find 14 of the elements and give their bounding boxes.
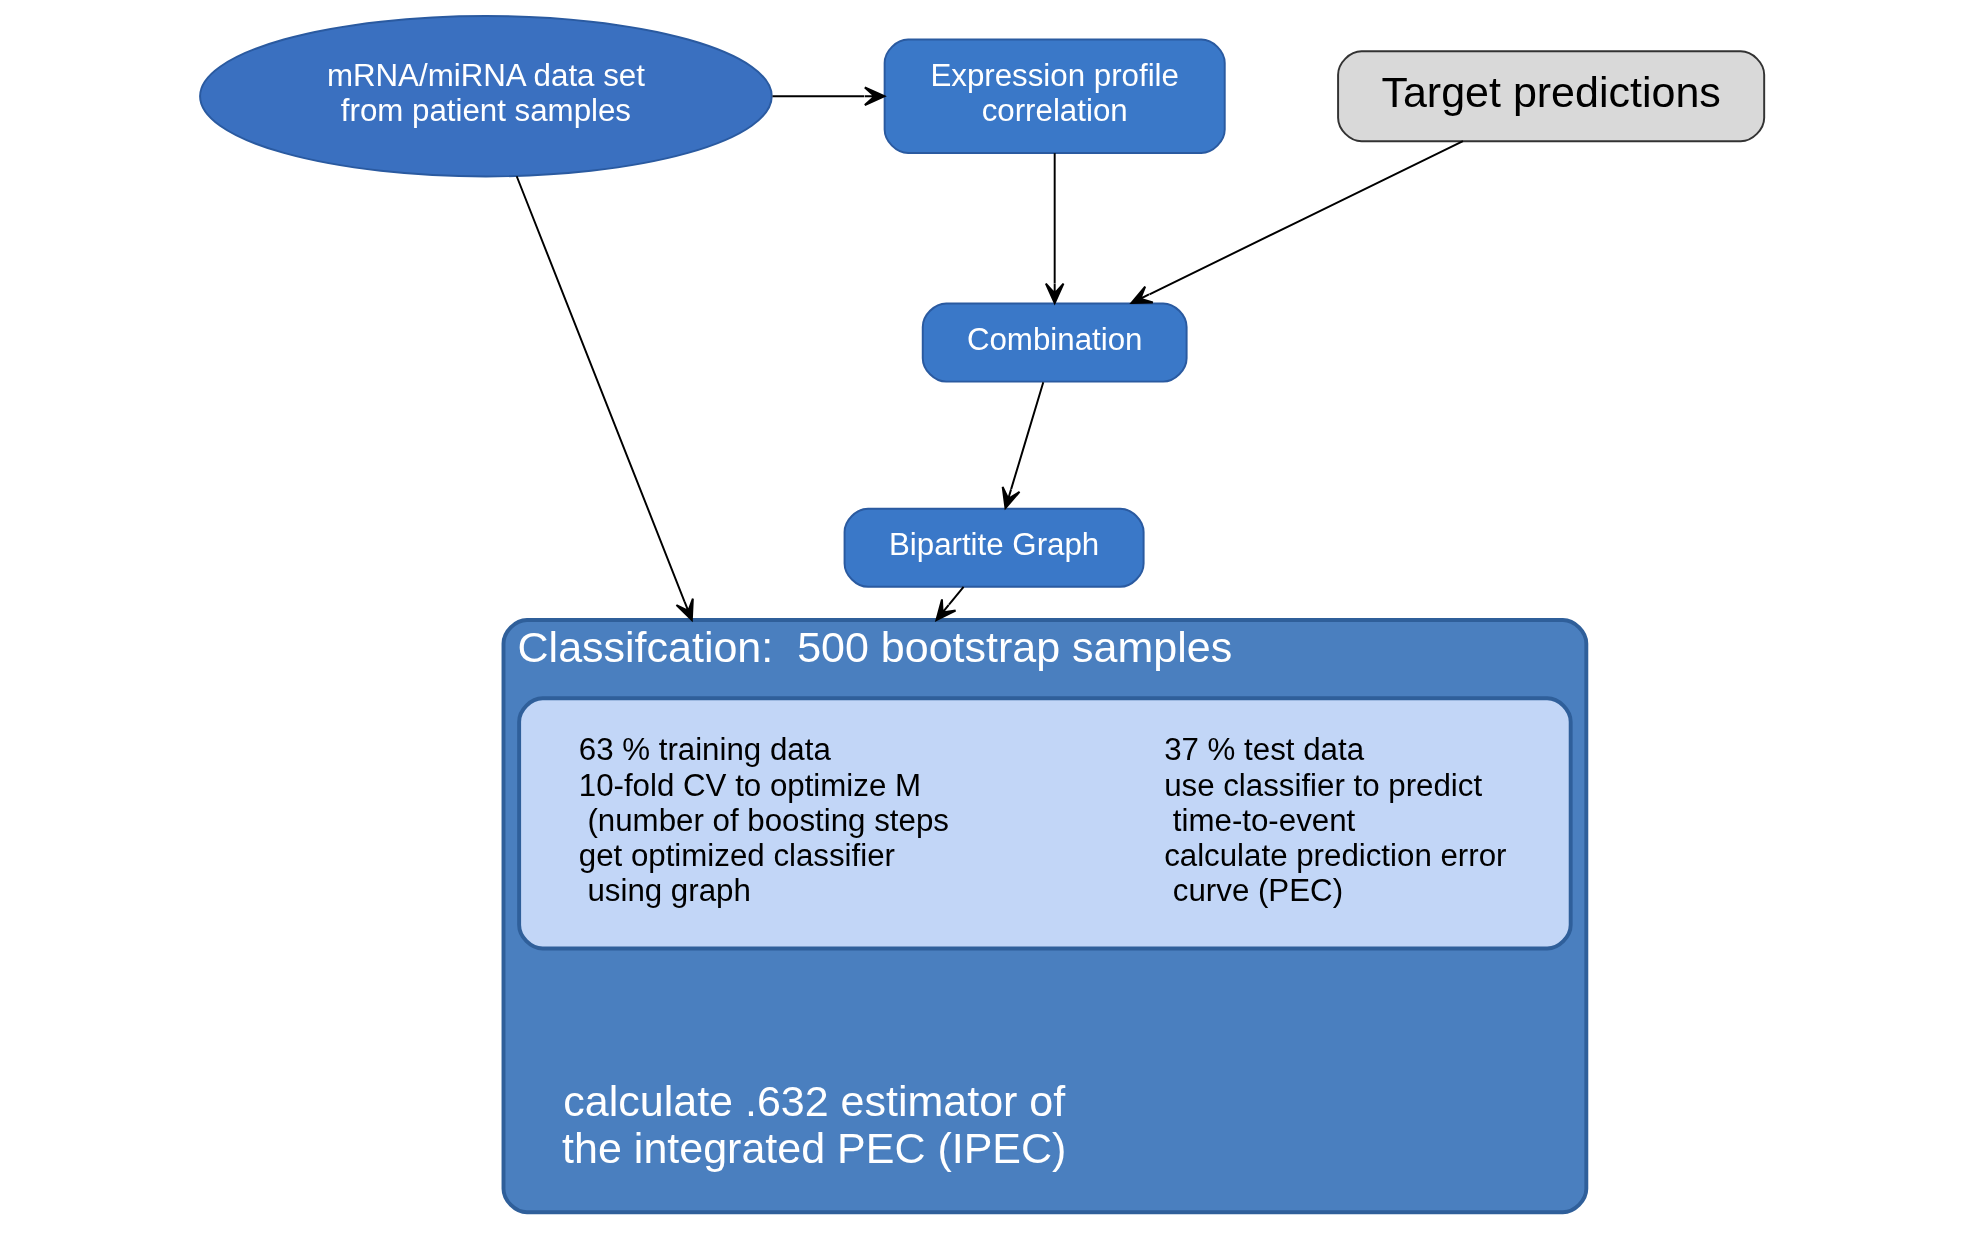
node-box: Bipartite Graph — [843, 507, 1145, 588]
arrow — [1044, 152, 1065, 305]
arrow — [935, 585, 965, 622]
node-box: Expression profile correlation — [883, 38, 1226, 154]
arrow — [771, 86, 886, 106]
arrow — [1001, 381, 1045, 510]
node-ellipse: mRNA/miRNA data set from patient samples — [199, 15, 773, 178]
node-text: 37 % test data use classifier to predict time-to-event calculate prediction error curve (PEC) — [1164, 732, 1507, 909]
arrow — [1130, 140, 1464, 305]
node-box: Target predictions — [1337, 50, 1766, 143]
arrow — [515, 175, 694, 622]
node-box: Combination — [921, 302, 1188, 383]
node-text: 63 % training data 10-fold CV to optimize M (number of boosting steps get optimized classifier using graph — [578, 732, 949, 909]
cluster — [517, 696, 1573, 951]
